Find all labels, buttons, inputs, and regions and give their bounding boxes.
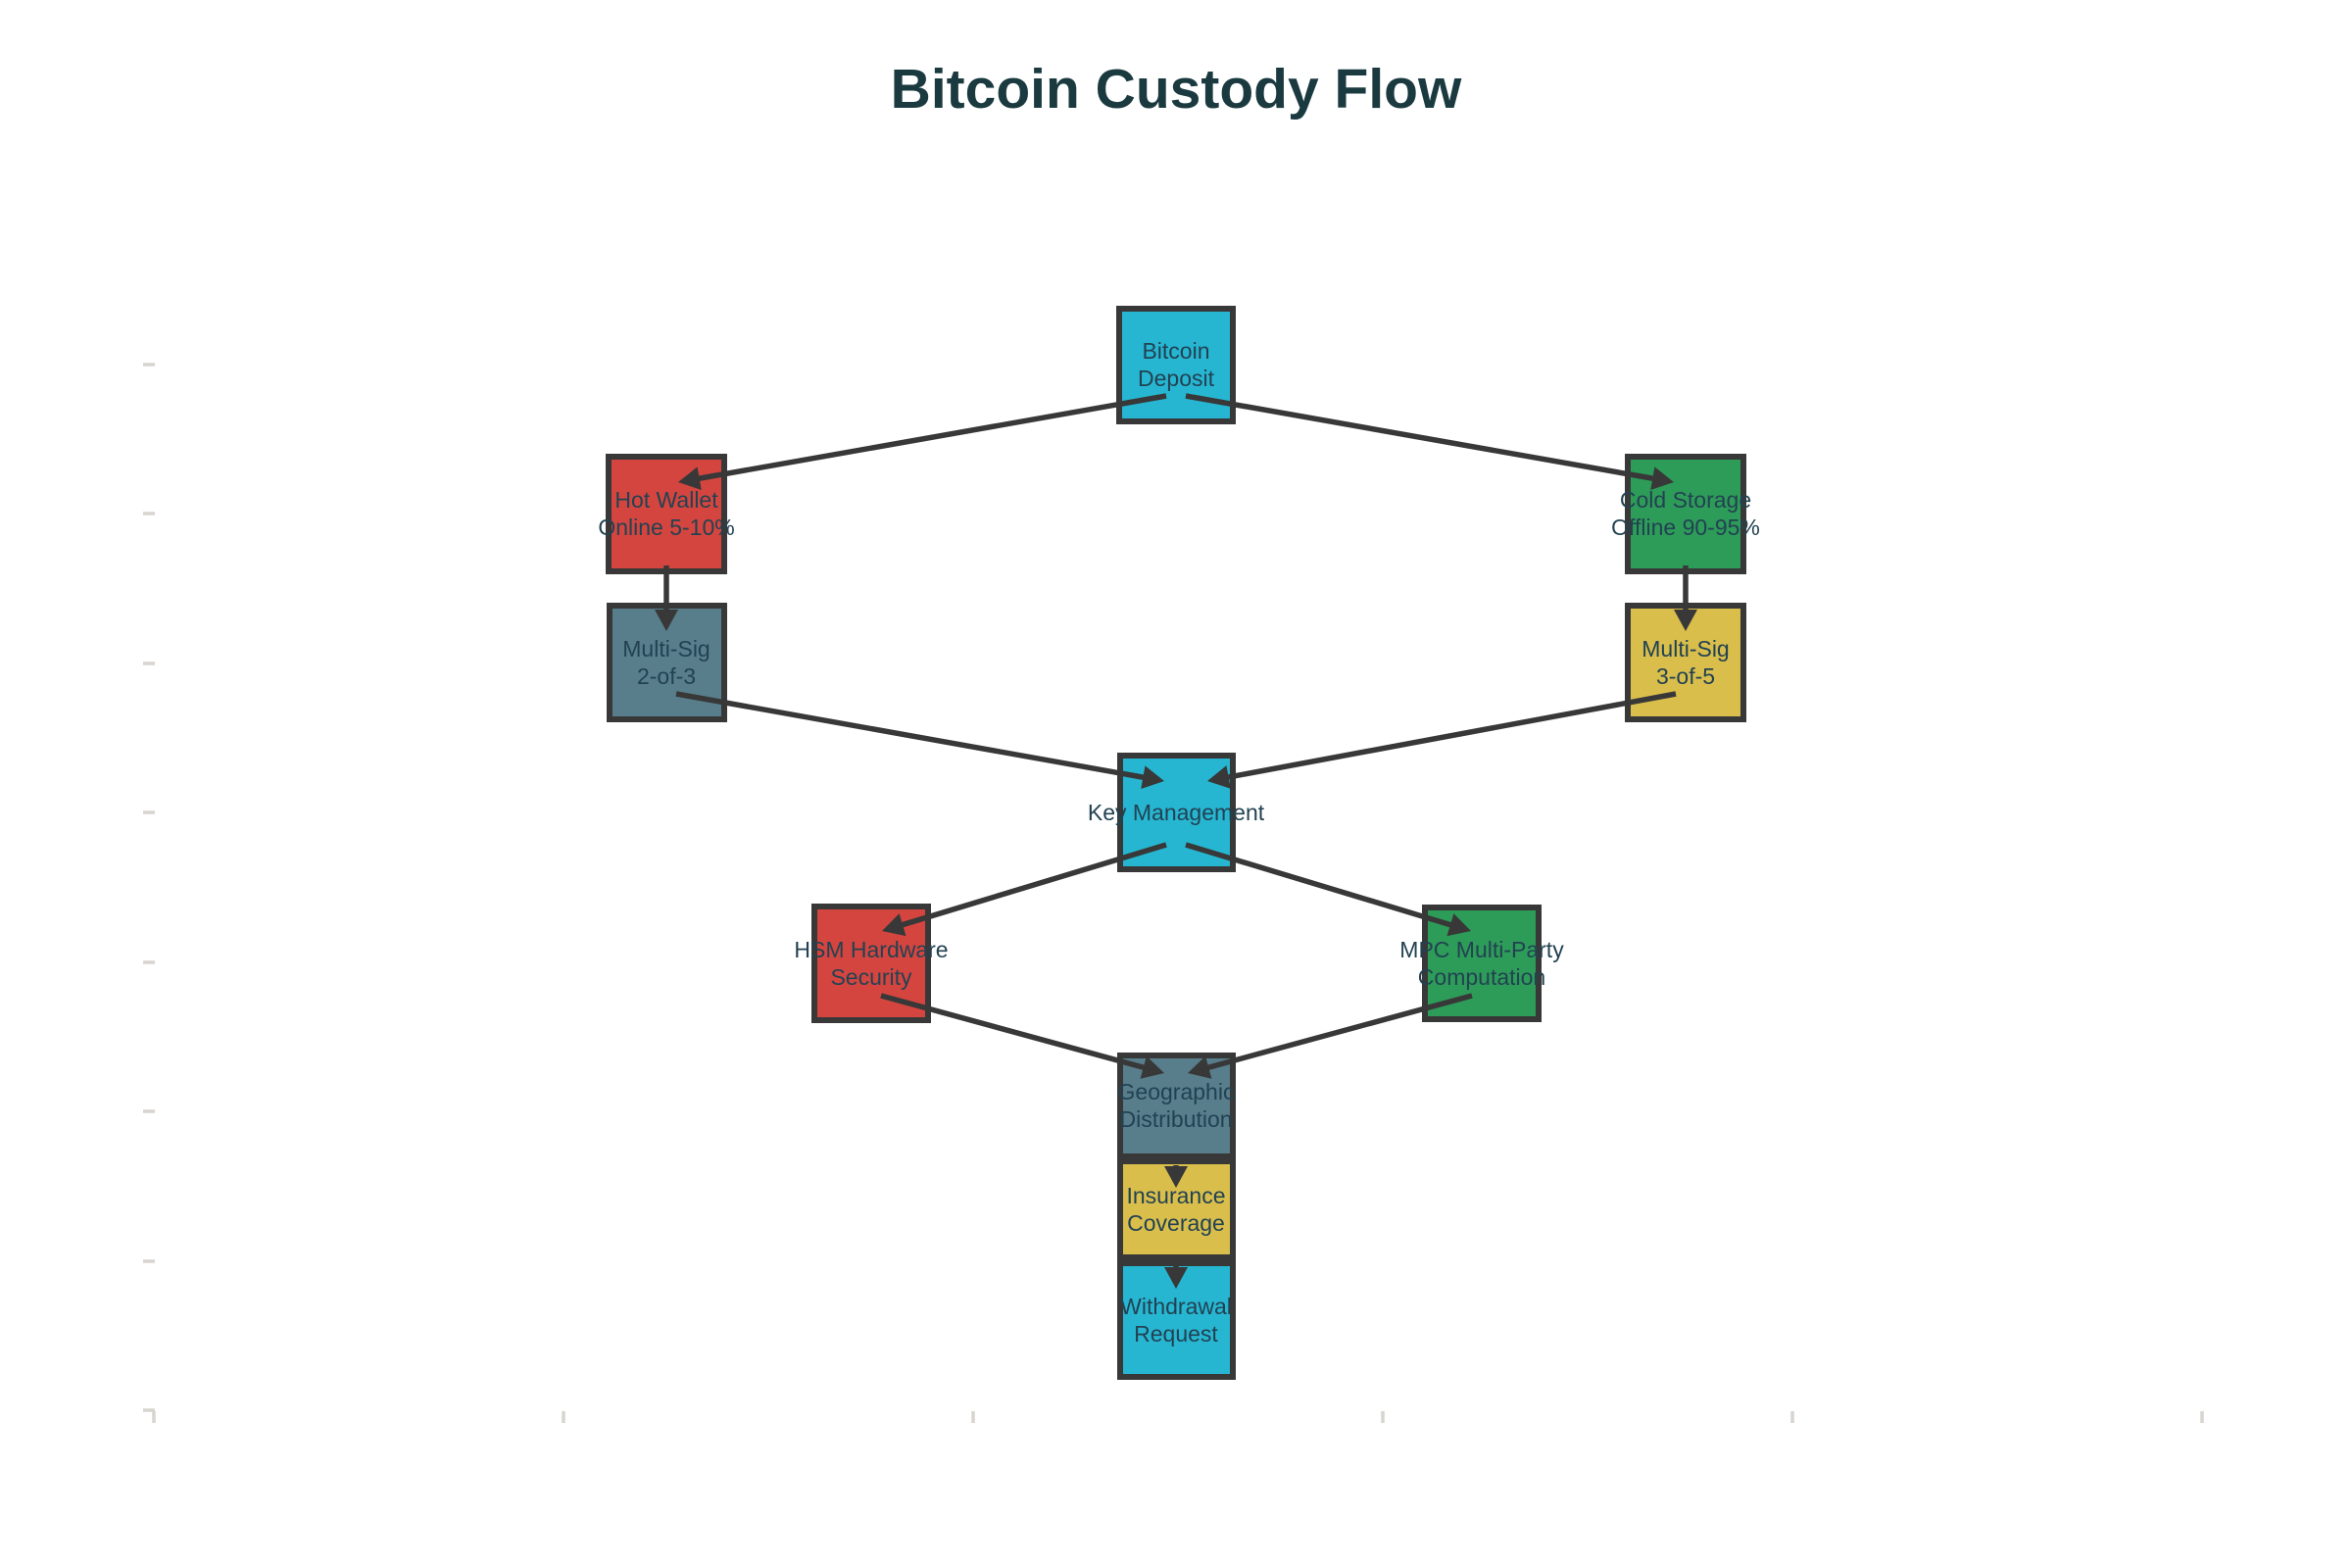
edge-multi-sig-2-of-3-to-key-management	[675, 691, 1164, 789]
node-label-line: Bitcoin	[1142, 338, 1210, 364]
edge-bitcoin-deposit-to-hot-wallet	[678, 393, 1167, 490]
node-label-line: Request	[1134, 1321, 1218, 1347]
node-label-line: Cold Storage	[1619, 487, 1752, 513]
node-label-line: Deposit	[1138, 366, 1214, 391]
node-label-line: Hot Wallet	[614, 487, 718, 513]
node-label-line: 2-of-3	[636, 663, 697, 689]
node-label-line: Computation	[1417, 964, 1546, 990]
diagram-title: Bitcoin Custody Flow	[890, 58, 1462, 121]
node-label-line: Multi-Sig	[622, 636, 710, 662]
edge-multi-sig-3-of-5-to-key-management	[1207, 691, 1677, 789]
node-label-line: Offline 90-95%	[1611, 514, 1760, 540]
node-label-line: Distribution	[1119, 1106, 1233, 1132]
node-label-line: 3-of-5	[1655, 663, 1716, 689]
edge-bitcoin-deposit-to-cold-storage	[1185, 393, 1674, 490]
node-label-line: HSM Hardware	[794, 937, 949, 962]
node-key-management: Key Management	[1088, 753, 1264, 872]
node-label-line: Geographic	[1117, 1079, 1235, 1104]
node-label-line: Online 5-10%	[598, 514, 735, 540]
node-label-line: Key Management	[1087, 800, 1265, 825]
node-label-line: Multi-Sig	[1642, 636, 1730, 662]
node-label-line: Withdrawal	[1120, 1294, 1232, 1319]
node-label-line: Insurance	[1126, 1183, 1226, 1208]
node-label-line: Security	[830, 964, 912, 990]
node-label-line: Coverage	[1127, 1210, 1225, 1236]
node-label-line: MPC Multi-Party	[1399, 937, 1564, 962]
